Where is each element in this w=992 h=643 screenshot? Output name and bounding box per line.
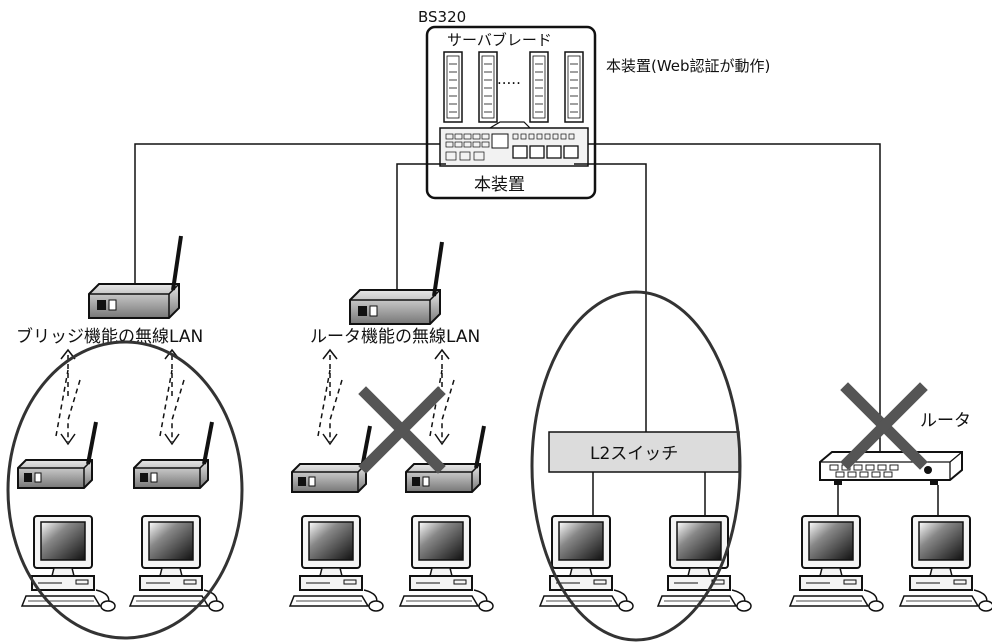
wireless-client-icon: [406, 426, 484, 492]
wireless-link-icon: [318, 350, 342, 444]
blade-1: [444, 52, 462, 122]
pc-icon: [290, 516, 383, 611]
line-bridge: [135, 144, 440, 284]
wireless-client-icon: [292, 426, 370, 492]
blade-2: [479, 52, 497, 122]
wireless-client-icon: [134, 422, 212, 488]
router-group: ルータ: [790, 390, 992, 611]
pc-icon: [790, 516, 883, 611]
this-device-note: 本装置(Web認証が動作): [606, 57, 770, 75]
blade-3: [530, 52, 548, 122]
this-device-label: 本装置: [474, 175, 525, 195]
router-wlan-label: ルータ機能の無線LAN: [310, 327, 480, 347]
router-wireless-ap-icon: [350, 242, 442, 324]
wireless-link-icon: [56, 350, 80, 444]
switch-module: [440, 122, 588, 166]
l2switch-group: L2スイッチ: [532, 292, 751, 640]
cross-mark-icon: [366, 394, 438, 466]
blade-ellipsis: .....: [497, 70, 521, 88]
pc-icon: [130, 516, 223, 611]
wireless-link-icon: [160, 350, 184, 444]
bridge-wlan-group: ブリッジ機能の無線LAN: [8, 236, 242, 638]
router-icon: [820, 452, 962, 485]
pc-icon: [540, 516, 633, 611]
router-label: ルータ: [920, 411, 971, 431]
blade-4: [565, 52, 583, 122]
pc-icon: [22, 516, 115, 611]
server-blade-label: サーバブレード: [447, 31, 552, 49]
supported-ellipse: [8, 342, 242, 638]
pc-icon: [400, 516, 493, 611]
router-wlan-group: ルータ機能の無線LAN: [290, 242, 493, 611]
pc-icon: [900, 516, 992, 611]
l2-switch-label: L2スイッチ: [590, 444, 678, 464]
model-label: BS320: [418, 8, 466, 26]
